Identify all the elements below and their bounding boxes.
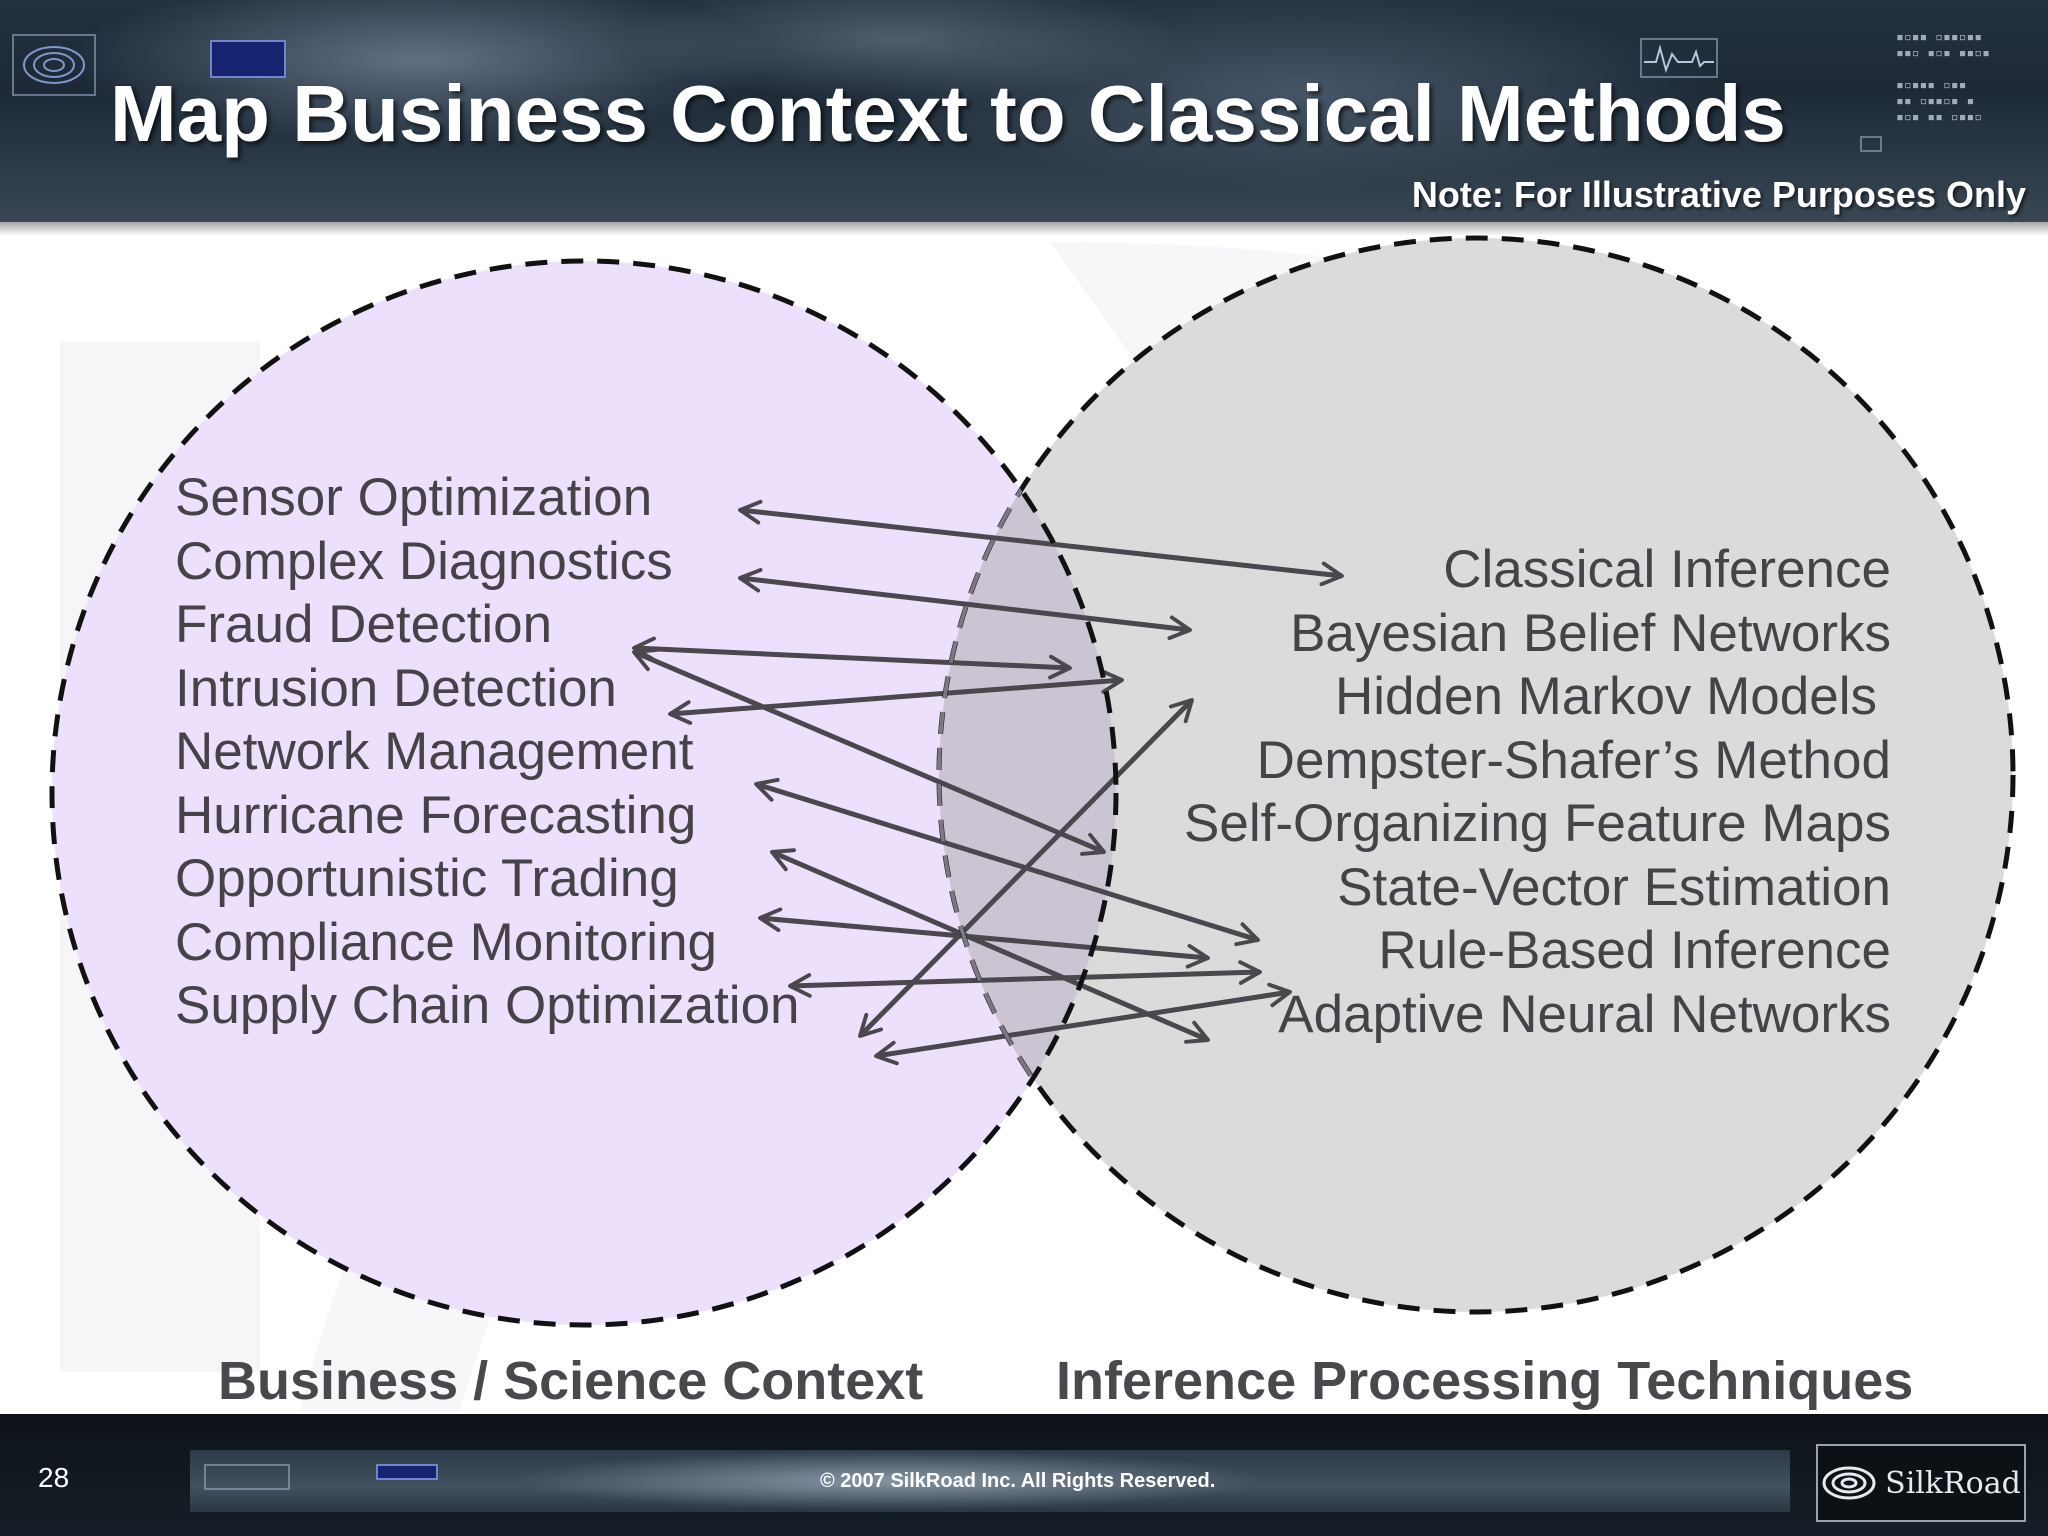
- inference-circle-outline: [936, 235, 2016, 1315]
- inference-techniques-caption: Inference Processing Techniques: [1056, 1351, 1914, 1411]
- business-context-list: Sensor Optimization Complex Diagnostics …: [175, 466, 800, 1038]
- list-item: Dempster-Shafer’s Method: [1256, 730, 1891, 790]
- mapping-arrows: [632, 499, 1344, 1066]
- spiral-icon: [23, 46, 85, 84]
- spiral-logo-icon: [1822, 1466, 1876, 1500]
- waveform-icon: [1644, 44, 1714, 74]
- mapping-arrow: [858, 698, 1194, 1038]
- logo-text: SilkRoad: [1885, 1465, 2021, 1501]
- header-small-box: [1860, 136, 1882, 152]
- mapping-arrow: [874, 982, 1292, 1066]
- list-item: Compliance Monitoring: [175, 912, 718, 972]
- list-item: Classical Inference: [1443, 540, 1891, 599]
- slide-header: ▪▫▪▪ ▫▪▪▫▪▪ ▪▪▫ ▪▫▪ ▪▪▫▪ ▪▫▪▪▪ ▫▪▪ ▪▪ ▫▪…: [0, 0, 2048, 222]
- list-item: Network Management: [175, 722, 694, 781]
- list-item: Hurricane Forecasting: [175, 785, 697, 845]
- list-item: State-Vector Estimation: [1337, 857, 1891, 917]
- footer-band: [190, 1450, 1790, 1512]
- list-item: Intrusion Detection: [175, 658, 617, 718]
- list-item: Bayesian Belief Networks: [1290, 603, 1891, 663]
- footer-blue-block: [376, 1464, 438, 1480]
- header-data-readout-decoration: ▪▫▪▪ ▫▪▪▫▪▪ ▪▪▫ ▪▫▪ ▪▪▫▪ ▪▫▪▪▪ ▫▪▪ ▪▪ ▫▪…: [1896, 30, 1990, 125]
- list-item: Fraud Detection: [175, 595, 553, 654]
- list-item: Opportunistic Trading: [175, 849, 679, 908]
- header-waveform-decoration: [1640, 38, 1718, 78]
- silkroad-logo: SilkRoad: [1816, 1444, 2026, 1522]
- list-item: Sensor Optimization: [175, 468, 653, 527]
- inference-techniques-list: Classical Inference Bayesian Belief Netw…: [1184, 538, 1891, 1046]
- list-item: Self-Organizing Feature Maps: [1184, 794, 1891, 853]
- list-item: Hidden Markov Models: [1334, 667, 1877, 726]
- list-item: Rule-Based Inference: [1378, 921, 1891, 980]
- list-item: Adaptive Neural Networks: [1278, 984, 1891, 1044]
- header-spiral-decoration: [12, 34, 96, 96]
- mapping-arrow: [738, 567, 1192, 641]
- footer-decoration-box: [204, 1464, 290, 1490]
- business-context-caption: Business / Science Context: [218, 1351, 924, 1411]
- mapping-arrow: [668, 669, 1124, 725]
- header-blue-block: [210, 40, 286, 78]
- page-number: 28: [38, 1462, 70, 1493]
- illustrative-note: Note: For Illustrative Purposes Only: [1411, 174, 2026, 215]
- business-circle-outline: [49, 258, 1119, 1328]
- header-shadow: [0, 222, 2048, 236]
- list-item: Supply Chain Optimization: [175, 976, 800, 1035]
- list-item: Complex Diagnostics: [175, 531, 673, 591]
- slide-footer: [0, 1414, 2048, 1536]
- copyright-text: © 2007 SilkRoad Inc. All Rights Reserved…: [820, 1470, 1216, 1492]
- mapping-arrow: [738, 499, 1344, 587]
- slide-title: Map Business Context to Classical Method…: [110, 69, 1786, 158]
